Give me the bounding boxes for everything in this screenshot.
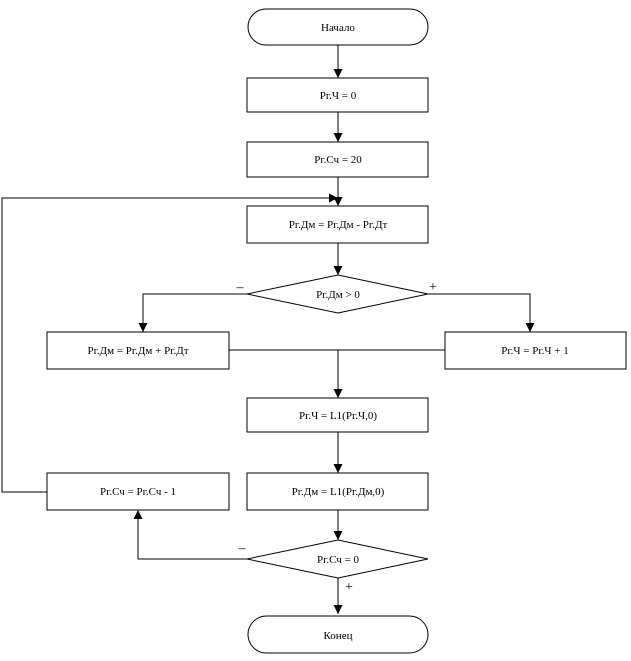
node-set-ch: Рг.Ч = Рг.Ч + 1 bbox=[444, 331, 627, 370]
cond-dm-yes-label: + bbox=[429, 280, 437, 295]
node-restore-dm-label: Рг.Дм = Рг.Дм + Рг.Дт bbox=[87, 345, 188, 357]
node-shift-ch: Рг.Ч = L1(Рг.Ч,0) bbox=[246, 397, 429, 433]
cond-sch-no-label: – bbox=[238, 541, 247, 556]
node-start: Начало bbox=[247, 8, 429, 46]
node-cond-sch-label: Рг.Сч = 0 bbox=[317, 554, 360, 566]
node-init-ch-label: Рг.Ч = 0 bbox=[320, 90, 357, 102]
node-shift-dm-label: Рг.Дм = L1(Рг.Дм,0) bbox=[292, 486, 385, 498]
arrow-cond-dm-no bbox=[138, 293, 247, 332]
node-cond-dm-label: Рг.Дм > 0 bbox=[316, 289, 360, 301]
node-cond-dm: Рг.Дм > 0 bbox=[246, 274, 429, 314]
node-end-label: Конец bbox=[324, 630, 353, 642]
cond-sch-yes-label: + bbox=[345, 580, 353, 595]
node-sub-dm: Рг.Дм = Рг.Дм - Рг.Дт bbox=[246, 205, 429, 244]
node-set-ch-label: Рг.Ч = Рг.Ч + 1 bbox=[501, 345, 568, 357]
cond-dm-no-label: – bbox=[236, 280, 245, 295]
node-sub-dm-label: Рг.Дм = Рг.Дм - Рг.Дт bbox=[289, 219, 388, 231]
node-init-sch: Рг.Сч = 20 bbox=[246, 141, 429, 178]
arrow-loop-back bbox=[1, 193, 338, 493]
node-shift-ch-label: Рг.Ч = L1(Рг.Ч,0) bbox=[299, 410, 377, 422]
connectors bbox=[1, 45, 535, 614]
node-dec-sch-label: Рг.Сч = Рг.Сч - 1 bbox=[100, 486, 176, 498]
node-dec-sch: Рг.Сч = Рг.Сч - 1 bbox=[46, 472, 230, 511]
node-end: Конец bbox=[247, 615, 429, 654]
node-start-label: Начало bbox=[321, 22, 355, 34]
node-init-sch-label: Рг.Сч = 20 bbox=[314, 154, 362, 166]
node-cond-sch: Рг.Сч = 0 bbox=[246, 539, 429, 579]
arrow-cond-dm-yes bbox=[428, 293, 535, 332]
node-shift-dm: Рг.Дм = L1(Рг.Дм,0) bbox=[246, 472, 429, 511]
node-restore-dm: Рг.Дм = Рг.Дм + Рг.Дт bbox=[46, 331, 230, 370]
node-init-ch: Рг.Ч = 0 bbox=[246, 77, 429, 113]
arrow-cond-sch-no bbox=[133, 510, 247, 560]
